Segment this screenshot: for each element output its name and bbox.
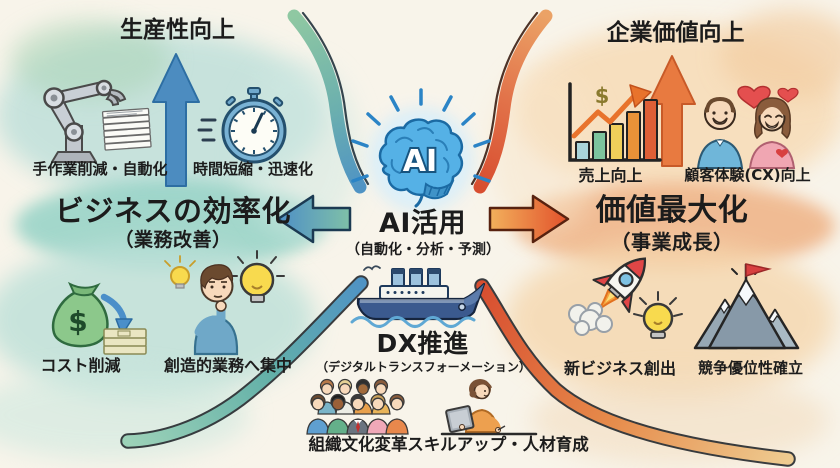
- ai-title: AI活用: [379, 208, 466, 239]
- flow-ribbons: [120, 9, 796, 467]
- label-corporate-value: 企業価値向上: [606, 20, 745, 46]
- label-skill-up: スキルアップ・人材育成: [407, 435, 589, 454]
- productivity-up-arrow: [152, 53, 200, 187]
- label-competitive-advantage: 競争優位性確立: [697, 359, 803, 377]
- stopwatch-icon: [197, 87, 287, 164]
- main-arrows: [152, 53, 696, 244]
- robot-arm-icon: [43, 79, 152, 163]
- ai-brain-icon: AI: [378, 118, 464, 208]
- ai-badge-text: AI: [403, 144, 437, 179]
- rocket-icon: [568, 257, 683, 339]
- label-creative-focus: 創造的業務へ集中: [163, 356, 292, 375]
- person-tablet-icon: [440, 379, 538, 436]
- happy-customers-icon: [696, 85, 799, 169]
- label-time-saving: 時間短縮・迅速化: [192, 160, 313, 178]
- label-org-culture: 組織文化変革: [308, 435, 408, 454]
- label-new-business: 新ビジネス創出: [563, 359, 676, 378]
- heart-icon: [737, 85, 771, 109]
- sales-chart-icon: $: [568, 82, 662, 162]
- dx-subtitle: （デジタルトランスフォーメーション）: [316, 360, 531, 374]
- mountain-flag-icon: [693, 263, 800, 350]
- dollar-sign: $: [595, 84, 610, 108]
- heading-value: 価値最大化: [595, 193, 749, 228]
- dollar-sign: $: [68, 305, 87, 338]
- label-cost-reduction: コスト削減: [40, 356, 121, 375]
- ai-to-efficiency-arrow: [276, 194, 352, 244]
- label-productivity: 生産性向上: [120, 17, 235, 43]
- heading-efficiency: ビジネスの効率化: [54, 194, 291, 228]
- money-bag-icon: $: [51, 281, 147, 355]
- label-customer-experience: 顧客体験(CX)向上: [684, 166, 811, 184]
- thinking-person-icon: [164, 250, 285, 356]
- subheading-efficiency: （業務改善）: [114, 229, 232, 251]
- heart-icon: [776, 149, 788, 158]
- subheading-value: （事業成長）: [610, 230, 734, 254]
- flag-icon: [745, 263, 772, 278]
- ai-subtitle: （自動化・分析・予測）: [346, 242, 500, 258]
- dx-title: DX推進: [376, 329, 469, 358]
- heart-icon: [777, 87, 799, 103]
- ai-to-value-arrow: [488, 194, 570, 244]
- label-manual-reduction: 手作業削減・自動化: [32, 160, 168, 178]
- brain-glow-dashes: [351, 88, 491, 183]
- label-sales-growth: 売上向上: [578, 166, 643, 185]
- ship-icon: [350, 265, 486, 328]
- people-group-icon: [306, 378, 409, 435]
